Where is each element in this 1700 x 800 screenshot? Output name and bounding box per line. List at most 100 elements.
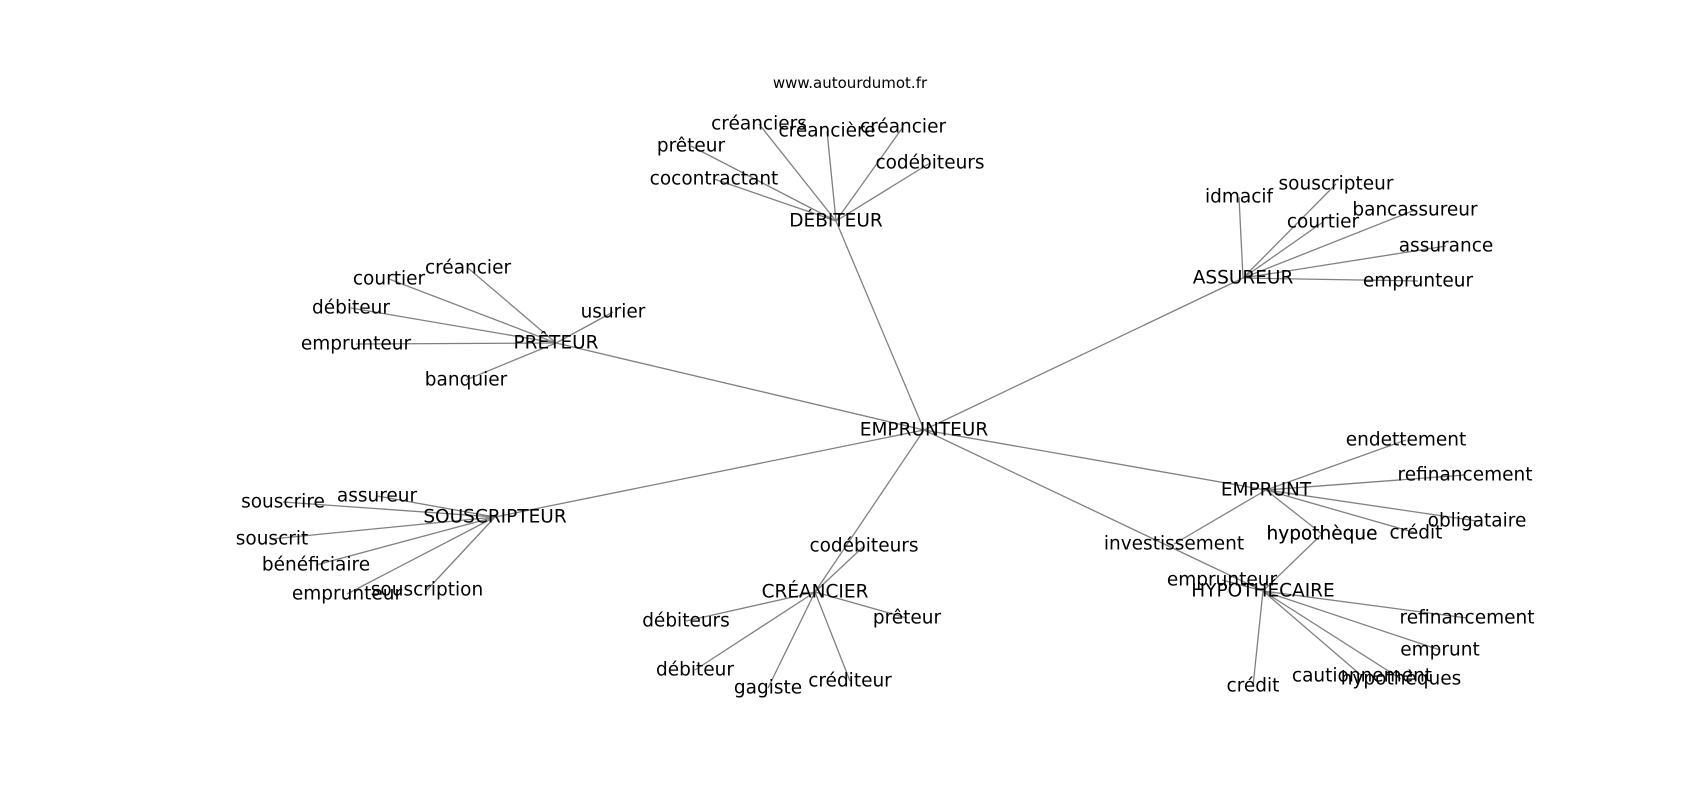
leaf-node-label: crédit <box>1390 523 1443 544</box>
edge-hub-leaf <box>1262 590 1402 680</box>
leaf-node-label: prêteur <box>657 136 726 157</box>
edge-hub-leaf <box>1242 209 1416 279</box>
edge-hub-leaf <box>685 591 816 622</box>
leaf-node-label: gagiste <box>734 678 802 699</box>
edge-hub-leaf <box>1265 489 1478 522</box>
edge-hub-leaf <box>350 307 557 344</box>
edge-hub-leaf <box>1262 590 1468 619</box>
hub-node-label: PRÊTEUR <box>513 332 598 354</box>
edge-hub-leaf <box>282 501 496 518</box>
edge-hub-leaf <box>1242 221 1324 279</box>
leaf-node-label: cocontractant <box>650 169 779 190</box>
leaf-node-label: débiteur <box>656 660 734 681</box>
edge-hub-leaf <box>271 516 496 540</box>
leaf-node-label: courtier <box>1287 212 1360 233</box>
leaf-node-label: idmacif <box>1205 187 1274 208</box>
edge-hub-leaf <box>1173 489 1267 545</box>
edge-hub-leaf <box>814 545 865 593</box>
center-node-label: EMPRUNTEUR <box>860 420 989 441</box>
leaf-node-label: souscripteur <box>1279 174 1394 195</box>
leaf-node-label: emprunteur <box>1363 271 1474 292</box>
leaf-node-label: usurier <box>581 302 646 323</box>
edge-hub-leaf <box>315 516 496 566</box>
hub-node-label: HYPOTHÉCAIRE <box>1191 580 1334 602</box>
leaf-node-label: hypothèques <box>1341 669 1462 690</box>
edge-hub-leaf <box>1262 590 1363 677</box>
edge-hub-leaf <box>690 145 837 222</box>
edge-hub-leaf <box>1265 474 1466 491</box>
leaf-node-label: crédit <box>1227 676 1280 697</box>
leaf-node-label: débiteur <box>312 298 390 319</box>
edge-center-hub <box>555 342 925 431</box>
leaf-node-label: endettement <box>1346 430 1467 451</box>
edge-hub-leaf <box>835 126 904 222</box>
edge-center-hub <box>814 429 925 593</box>
edge-hub-leaf <box>426 516 496 591</box>
leaf-node-label: refinancement <box>1398 465 1533 486</box>
leaf-node-label: hypothèque <box>1267 524 1378 545</box>
leaf-node-label: assurance <box>1399 236 1494 257</box>
leaf-node-label: emprunteur <box>301 334 412 355</box>
edge-hub-leaf <box>1262 590 1441 651</box>
hub-node-label: SOUSCRIPTEUR <box>423 507 567 528</box>
hub-node-label: DÉBITEUR <box>789 210 883 232</box>
edge-hub-leaf <box>555 311 614 344</box>
leaf-node-label: créancière <box>778 121 875 142</box>
edge-hub-leaf <box>1265 489 1417 534</box>
leaf-node-label: banquier <box>425 370 508 391</box>
edge-hub-leaf <box>826 130 837 222</box>
edge-hub-leaf <box>814 591 851 682</box>
leaf-node-label: obligataire <box>1428 511 1527 532</box>
edge-hub-leaf <box>1262 533 1323 592</box>
hub-node-label: CRÉANCIER <box>762 581 869 603</box>
edge-hub-leaf <box>1242 245 1447 279</box>
edge-hub-leaf <box>1252 590 1264 687</box>
leaf-node-label: souscription <box>371 580 483 601</box>
edge-hub-leaf <box>1242 277 1419 282</box>
leaf-node-label: débiteurs <box>642 611 730 632</box>
edge-hub-leaf <box>465 342 557 381</box>
leaf-node-label: souscrire <box>241 492 325 513</box>
leaf-node-label: prêteur <box>873 608 942 629</box>
leaf-node-label: bénéficiaire <box>262 555 370 576</box>
edge-hub-leaf <box>835 162 931 222</box>
leaf-node-label: emprunteur <box>292 584 403 605</box>
leaf-node-label: courtier <box>353 269 426 290</box>
edge-hub-leaf <box>694 591 816 671</box>
leaf-node-label: emprunt <box>1400 640 1479 661</box>
edge-center-hub <box>923 277 1244 431</box>
edge-hub-leaf <box>1221 579 1264 592</box>
leaf-node-label: codébiteurs <box>809 536 918 557</box>
leaf-node-label: bancassureur <box>1352 200 1478 221</box>
edge-hub-leaf <box>814 591 908 619</box>
leaf-node-label: hypothèque <box>1267 524 1378 545</box>
edge-hub-leaf <box>1265 439 1407 491</box>
hub-node-label: EMPRUNT <box>1221 480 1312 501</box>
leaf-node-label: créanciers <box>711 114 807 135</box>
edge-hub-leaf <box>1242 183 1337 279</box>
leaf-node-label: refinancement <box>1400 608 1535 629</box>
source-url: www.autourdumot.fr <box>772 74 928 92</box>
leaf-node-label: emprunteur <box>1167 570 1278 591</box>
leaf-node-label: souscrit <box>236 529 309 550</box>
leaf-node-label: créancier <box>425 258 512 279</box>
edge-hub-leaf <box>467 267 557 344</box>
edge-center-hub <box>923 429 1264 592</box>
leaf-node-label: cautionnement <box>1292 666 1432 687</box>
leaf-node-label: créditeur <box>808 671 892 692</box>
edge-center-hub <box>494 429 925 518</box>
edge-hub-leaf <box>355 342 557 345</box>
leaf-node-label: codébiteurs <box>875 153 984 174</box>
edge-layer <box>271 123 1478 689</box>
leaf-node-label: assureur <box>337 486 418 507</box>
edge-center-hub <box>835 220 925 431</box>
edge-hub-leaf <box>388 278 557 344</box>
hub-node-label: ASSUREUR <box>1193 268 1294 289</box>
edge-hub-leaf <box>376 495 496 518</box>
edge-hub-leaf <box>713 178 837 222</box>
edge-hub-leaf <box>758 123 837 222</box>
edge-hub-leaf <box>767 591 816 689</box>
